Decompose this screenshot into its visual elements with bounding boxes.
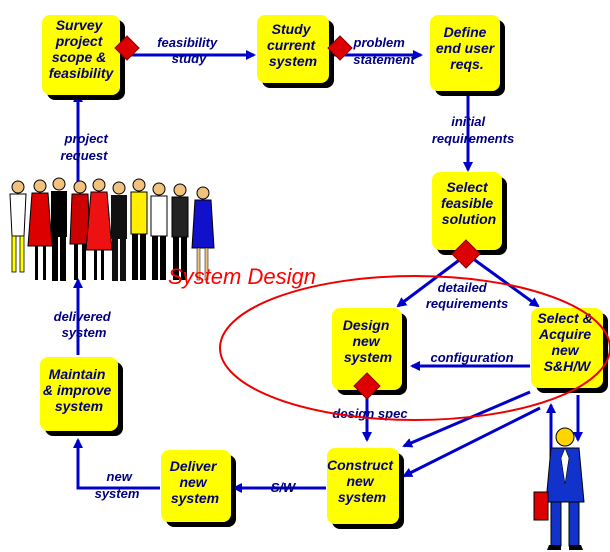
- svg-text:delivered system: delivered system: [54, 309, 115, 340]
- svg-text:Select & Acquire n: Select & Acquire new S&H/W: [537, 310, 596, 374]
- box-study-line-2: current: [267, 37, 317, 53]
- box-define-line-3: reqs.: [450, 56, 483, 72]
- diamond-select: [451, 239, 481, 269]
- box-design-line-2: new: [352, 333, 380, 349]
- svg-text:Deliver new system: Deliver new system: [170, 458, 221, 506]
- diamond-design: [353, 372, 381, 400]
- flow-arrows: [73, 50, 583, 493]
- svg-text:new system: new system: [95, 469, 140, 501]
- box-define-line-2: end user: [436, 40, 496, 56]
- svg-text:Construct new syst: Construct new system: [327, 457, 397, 505]
- box-select-solution: Select feasible solution: [432, 172, 507, 255]
- box-define: Define end user reqs.: [430, 15, 505, 96]
- label-detailed: detailed: [438, 280, 488, 295]
- svg-text:Maintain & improve: Maintain & improve system: [43, 366, 115, 414]
- label-feasibility: feasibility: [157, 35, 218, 50]
- decision-diamonds: [114, 35, 481, 400]
- box-study: Study current system: [257, 15, 334, 88]
- box-design-line-1: Design: [343, 317, 390, 333]
- box-survey-line-2: project: [55, 33, 104, 49]
- box-deliver-line-1: Deliver: [170, 458, 218, 474]
- label-delivered: delivered: [54, 309, 112, 324]
- box-select-solution-line-1: Select: [446, 179, 489, 195]
- svg-text:Design new system: Design new system: [343, 317, 394, 365]
- label-delivered-system: system: [62, 325, 107, 340]
- diamond-study: [327, 35, 353, 61]
- box-maintain-line-2: & improve: [43, 382, 112, 398]
- diamond-survey: [114, 35, 140, 61]
- label-new-system: system: [95, 486, 140, 501]
- box-construct-line-3: system: [338, 489, 386, 505]
- box-deliver-line-3: system: [171, 490, 219, 506]
- label-request: request: [61, 148, 109, 163]
- system-design-ellipse: [219, 275, 610, 421]
- svg-text:Define end user re: Define end user reqs.: [436, 24, 498, 72]
- box-survey-line-1: Survey: [56, 17, 104, 33]
- box-acquire-line-1: Select &: [537, 310, 592, 326]
- arrow-deliver-to-maintain: [73, 438, 160, 490]
- box-survey: Survey project scope & feasibility: [42, 15, 125, 100]
- box-select-solution-line-3: solution: [442, 211, 496, 227]
- label-statement: statement: [353, 52, 415, 67]
- system-design-title: System Design: [168, 264, 316, 289]
- label-design-spec: design spec: [332, 406, 408, 421]
- box-survey-line-3: scope &: [52, 49, 106, 65]
- label-requirements: requirements: [432, 131, 514, 146]
- box-construct: Construct new system: [327, 448, 404, 529]
- svg-text:project request: project request: [61, 131, 112, 163]
- box-maintain-line-1: Maintain: [49, 366, 106, 382]
- box-design-line-3: system: [344, 349, 392, 365]
- box-study-line-1: Study: [272, 21, 312, 37]
- label-study: study: [172, 51, 207, 66]
- label-sw: S/W: [271, 480, 297, 495]
- box-acquire-line-2: Acquire: [538, 326, 591, 342]
- arrow-select-to-acquire: [471, 256, 540, 308]
- box-construct-line-1: Construct: [327, 457, 394, 473]
- arrow-select-to-design: [396, 256, 463, 308]
- box-survey-line-4: feasibility: [49, 65, 115, 81]
- box-construct-line-2: new: [346, 473, 374, 489]
- box-design: Design new system: [332, 308, 407, 395]
- svg-text:Select feasible so: Select feasible solution: [441, 179, 497, 227]
- svg-text:feasibility study: feasibility study: [157, 35, 221, 66]
- box-acquire-line-4: S&H/W: [544, 358, 592, 374]
- box-deliver-line-2: new: [179, 474, 207, 490]
- svg-text:problem statement: problem statement: [353, 35, 416, 67]
- box-acquire-line-3: new: [551, 342, 579, 358]
- businessman-icon: [533, 427, 585, 550]
- label-configuration: configuration: [430, 350, 513, 365]
- label-project: project: [64, 131, 109, 146]
- box-maintain: Maintain & improve system: [40, 357, 123, 436]
- label-initial: initial: [451, 114, 485, 129]
- flow-labels: feasibility study problem statement init…: [54, 35, 515, 501]
- box-deliver: Deliver new system: [161, 450, 236, 527]
- arrow-acquire-to-construct-2: [402, 406, 541, 478]
- svg-text:Survey project sco: Survey project scope & feasibility: [49, 17, 115, 81]
- label-new: new: [107, 469, 133, 484]
- svg-text:initial requirements: initial requirements: [432, 114, 514, 146]
- group-of-people-icon: [9, 177, 215, 281]
- label-detailed-requirements: requirements: [426, 296, 508, 311]
- box-study-line-3: system: [269, 53, 317, 69]
- box-define-line-1: Define: [444, 24, 487, 40]
- box-maintain-line-3: system: [55, 398, 103, 414]
- svg-text:Study current syst: Study current system: [267, 21, 319, 69]
- box-select-solution-line-2: feasible: [441, 195, 493, 211]
- box-acquire: Select & Acquire new S&H/W: [531, 308, 608, 393]
- arrow-acquire-to-construct-1: [402, 390, 531, 448]
- svg-text:detailed requirements: detailed requirements: [426, 280, 508, 311]
- label-problem: problem: [353, 35, 406, 50]
